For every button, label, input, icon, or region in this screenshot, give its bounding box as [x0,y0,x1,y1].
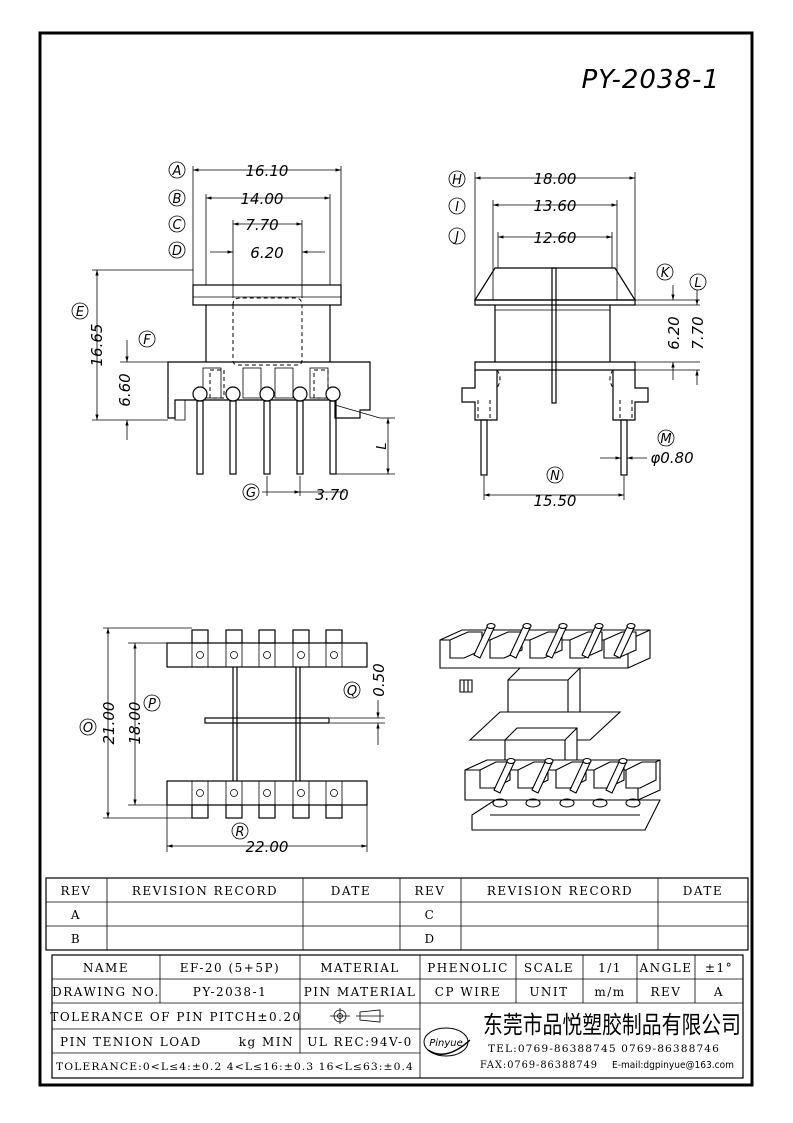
company-logo: Pinyue [423,1027,471,1057]
rev-header-1: REV [61,884,92,898]
dim-label-L: L [694,276,701,291]
dim-value-G: 3.70 [315,486,348,504]
tolerance-line: TOLERANCE:0<L≤4:±0.2 4<L≤16:±0.3 16<L≤63… [56,1062,414,1073]
unit-value: m/m [594,985,625,999]
material-value: PHENOLIC [427,961,509,975]
pin-material-label: PIN MATERIAL [304,985,417,999]
dim-label-B: B [173,192,182,207]
dim-label-C: C [172,218,182,233]
drawing-number: PY-2038-1 [582,65,720,95]
company-email: E-mail:dgpinyue@163.com [612,1060,734,1071]
side-view: H 18.00 I 13.60 J 12.60 K L 6.20 7.70 [448,170,707,510]
dim-value-C: 7.70 [245,216,278,234]
rev-value: A [713,985,724,999]
dim-label-A: A [172,164,182,179]
name-label: NAME [83,961,129,975]
dim-label-K: K [661,266,671,281]
dim-label-D: D [172,244,182,259]
dim-value-L: 7.70 [689,316,707,349]
dim-label-F: F [143,333,151,348]
dim-label-J: J [452,230,459,245]
dim-label-E: E [76,305,85,320]
company-tel: TEL:0769-86388745 0769-86388746 [488,1044,720,1055]
angle-label: ANGLE [639,961,693,975]
rev-cell-B: B [71,932,81,946]
drawing-no-label: DRAWING NO. [52,985,160,999]
dim-label-P: P [148,697,156,712]
dim-value-E: 16.65 [88,324,106,367]
pin-material-value: CP WIRE [435,985,501,999]
dim-label-M: M [660,432,671,447]
isometric-view [439,622,661,831]
dim-label-L-front: L [375,442,390,449]
dim-value-Q: 0.50 [370,663,388,696]
top-view: O 21.00 P 18.00 Q 0.50 R 22.00 [79,627,388,856]
scale-label: SCALE [524,961,574,975]
name-value: EF-20 (5+5P) [180,961,280,975]
dim-value-A: 16.10 [246,162,289,180]
rev-cell-C: C [425,908,436,922]
drawing-no-value: PY-2038-1 [193,985,267,999]
revision-record-header-2: REVISION RECORD [487,884,633,898]
dim-value-J: 12.60 [534,229,577,247]
unit-label: UNIT [529,985,568,999]
tolerance-pitch: TOLERANCE OF PIN PITCH±0.20 [50,1010,301,1024]
rev-header-2: REV [415,884,446,898]
scale-value: 1/1 [598,961,622,975]
dim-value-P: 18.00 [126,702,144,745]
dim-label-N: N [550,469,560,484]
rev-label: REV [651,985,682,999]
dim-label-G: G [246,486,256,501]
dim-label-H: H [452,173,462,188]
date-header-1: DATE [331,884,371,898]
dim-value-N: 15.50 [534,492,577,510]
angle-value: ±1° [705,961,733,975]
company-fax: FAX:0769-86388749 [480,1060,598,1071]
logo-text: Pinyue [429,1038,463,1049]
dim-label-O: O [83,721,93,736]
pin-tension-label: PIN TENION LOAD [60,1035,202,1049]
dim-value-I: 13.60 [534,197,577,215]
material-label: MATERIAL [320,961,399,975]
dim-value-O: 21.00 [100,702,118,745]
date-header-2: DATE [683,884,723,898]
dim-label-I: I [455,200,459,215]
dim-label-Q: Q [347,684,357,699]
dim-value-H: 18.00 [534,170,577,188]
rev-cell-A: A [70,908,81,922]
dim-value-M: φ0.80 [650,449,693,467]
company-name: 东莞市品悦塑胶制品有限公司 [483,1011,741,1039]
rev-cell-D: D [424,932,435,946]
pin-tension-unit: kg MIN [239,1035,294,1049]
outer-border [38,31,754,1087]
dim-value-F: 6.60 [116,373,134,406]
revision-record-header-1: REVISION RECORD [132,884,278,898]
dim-label-R: R [235,825,244,840]
dim-value-B: 14.00 [241,190,284,208]
dim-value-R: 22.00 [246,838,289,856]
projection-symbol [330,1008,384,1024]
dim-value-D: 6.20 [250,244,283,262]
ul-rec: UL REC:94V-0 [307,1035,412,1049]
title-block: NAME EF-20 (5+5P) MATERIAL PHENOLIC SCAL… [50,954,744,1079]
dim-value-K: 6.20 [665,316,683,349]
revision-table: REV REVISION RECORD DATE REV REVISION RE… [45,877,749,951]
front-view: A 16.10 B 14.00 C 7.70 D 6.20 E 16.65 F [71,161,395,504]
